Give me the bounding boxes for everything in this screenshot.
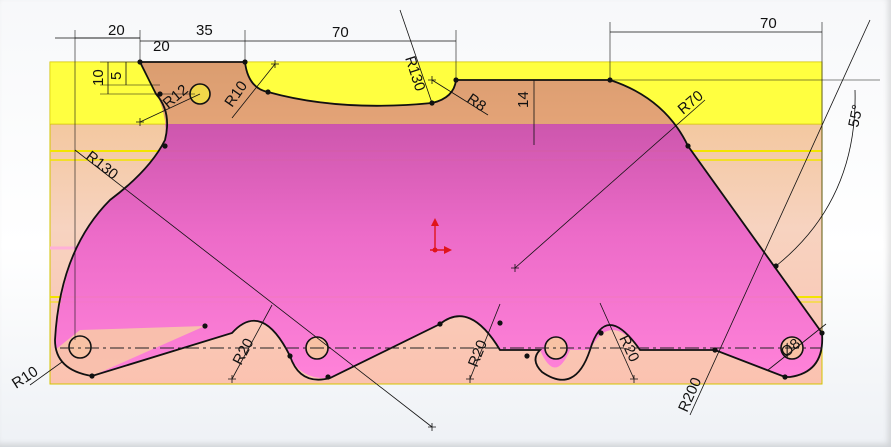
dim-r10-bottom[interactable]: R10 [9,363,41,392]
dim-10[interactable]: 10 [90,69,107,86]
dim-35[interactable]: 35 [196,22,213,39]
hole-1[interactable] [68,335,92,359]
sketch-profile [54,61,824,381]
dim-angle-55[interactable]: 55° [845,103,866,129]
dim-70-right[interactable]: 70 [760,15,777,32]
dim-14[interactable]: 14 [515,91,532,108]
top-band-overlay [50,62,822,124]
dim-5[interactable]: 5 [108,72,125,80]
sketch-region-fill [55,62,822,379]
origin-marker [430,218,452,254]
dim-20-top[interactable]: 20 [108,22,125,39]
slot-region [55,326,205,376]
dim-20-inner[interactable]: 20 [153,38,170,55]
dim-70-mid[interactable]: 70 [332,24,349,41]
dimension-lines [29,9,880,428]
